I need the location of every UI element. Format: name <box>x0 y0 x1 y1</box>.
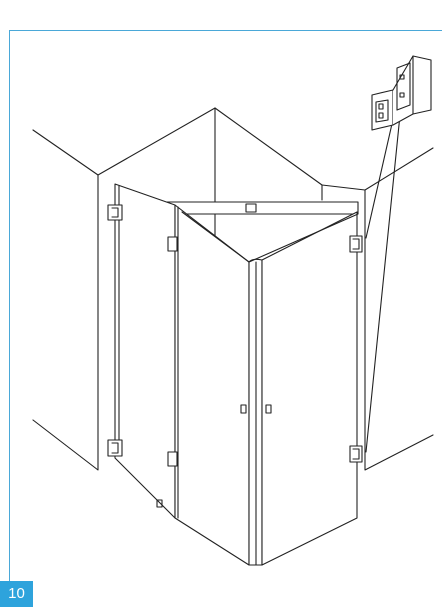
door-knob-icon <box>156 404 272 508</box>
illustration-frame <box>9 30 442 605</box>
door-panel <box>174 204 250 566</box>
wall-mounted-hinge-icon <box>107 204 123 457</box>
corner-post <box>248 258 263 566</box>
right-wall <box>321 147 434 471</box>
left-fixed-panel <box>114 183 176 519</box>
front-panel <box>181 211 359 566</box>
step-number-badge: 10 <box>0 581 33 607</box>
glass-hinge-icon <box>371 55 432 131</box>
glass-to-glass-hinge-icon <box>167 236 178 467</box>
right-wall-hinge-icon <box>349 235 363 463</box>
callout-leader-lines <box>365 114 401 453</box>
